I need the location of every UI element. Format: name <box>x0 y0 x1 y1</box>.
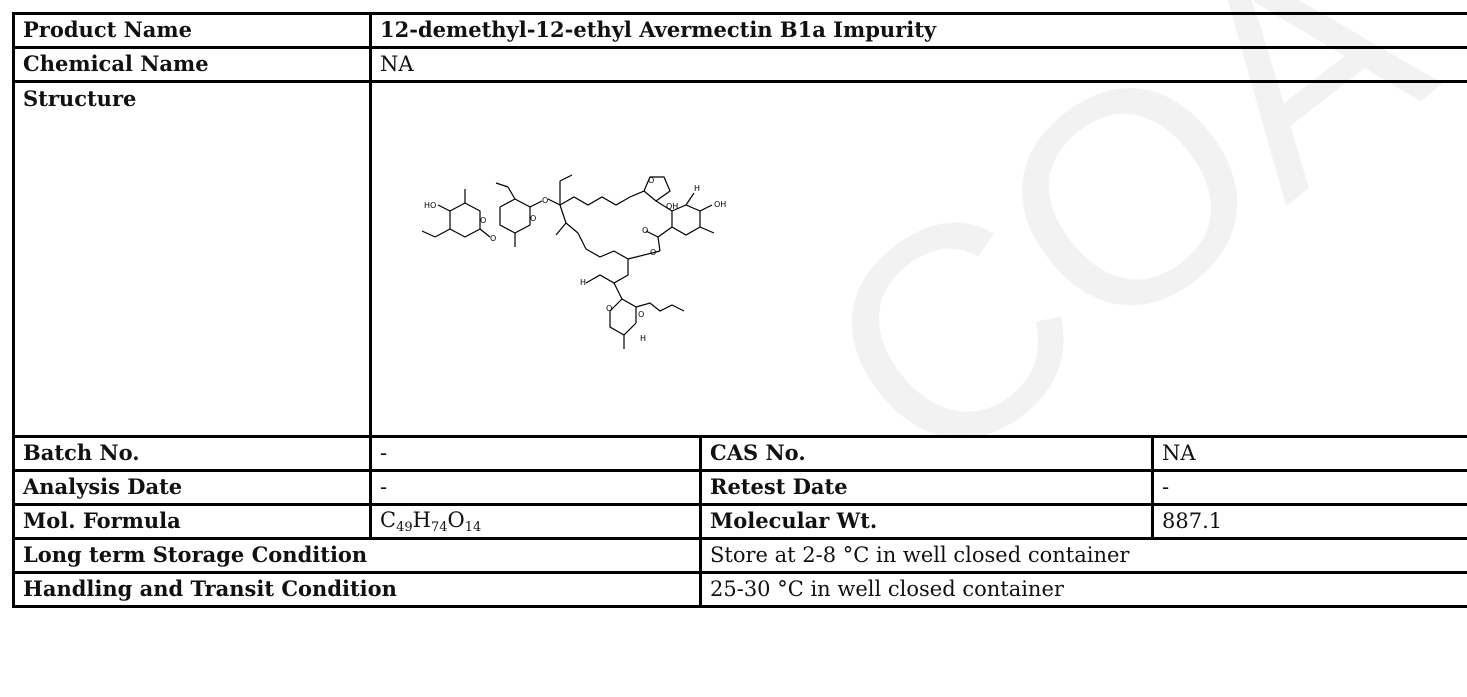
molecular-wt-label: Molecular Wt. <box>699 503 1154 540</box>
atom-o-5: O <box>648 176 654 185</box>
row-handling: Handling and Transit Condition 25-30 °C … <box>12 571 1467 608</box>
chemical-name-value: NA <box>369 46 1467 83</box>
atom-oh-1: OH <box>666 202 678 211</box>
chemical-structure-image: HO O O O O O OH OH O O O O H <box>421 174 726 349</box>
batch-no-value: - <box>369 435 702 472</box>
retest-date-value: - <box>1151 469 1467 506</box>
atom-o-7: O <box>650 248 656 257</box>
atom-o-4: O <box>542 196 548 205</box>
row-batch-cas: Batch No. - CAS No. NA <box>12 435 1467 472</box>
storage-label: Long term Storage Condition <box>12 537 702 574</box>
handling-label: Handling and Transit Condition <box>12 571 702 608</box>
product-name-label: Product Name <box>12 12 372 49</box>
atom-h-3: H <box>694 184 700 193</box>
formula-c: C <box>380 507 397 532</box>
handling-value: 25-30 °C in well closed container <box>699 571 1467 608</box>
row-formula-weight: Mol. Formula C49H74O14 Molecular Wt. 887… <box>12 503 1467 540</box>
row-structure: Structure <box>12 80 1467 438</box>
mol-formula-label: Mol. Formula <box>12 503 372 540</box>
molecular-wt-value: 887.1 <box>1151 503 1467 540</box>
cas-no-value: NA <box>1151 435 1467 472</box>
formula-h-count: 74 <box>430 519 448 535</box>
mol-formula-value: C49H74O14 <box>369 503 702 540</box>
coa-sheet: Product Name 12-demethyl-12-ethyl Averme… <box>12 12 1467 697</box>
atom-oh-2: OH <box>714 200 726 209</box>
retest-date-label: Retest Date <box>699 469 1154 506</box>
formula-c-count: 49 <box>396 519 413 535</box>
row-chemical-name: Chemical Name NA <box>12 46 1467 83</box>
row-product-name: Product Name 12-demethyl-12-ethyl Averme… <box>12 12 1467 49</box>
formula-h: H <box>412 507 431 532</box>
analysis-date-value: - <box>369 469 702 506</box>
row-dates: Analysis Date - Retest Date - <box>12 469 1467 506</box>
atom-o-3: O <box>530 214 536 223</box>
atom-o-2: O <box>490 234 496 243</box>
coa-table: Product Name 12-demethyl-12-ethyl Averme… <box>12 12 1467 608</box>
atom-h-2: H <box>640 334 646 343</box>
structure-cell: HO O O O O O OH OH O O O O H <box>369 80 1467 438</box>
atom-o-9: O <box>638 310 644 319</box>
structure-label: Structure <box>12 80 372 438</box>
formula-o-count: 14 <box>464 519 482 535</box>
analysis-date-label: Analysis Date <box>12 469 372 506</box>
atom-ho: HO <box>424 201 436 210</box>
batch-no-label: Batch No. <box>12 435 372 472</box>
atom-h-1: H <box>580 278 586 287</box>
product-name-value: 12-demethyl-12-ethyl Avermectin B1a Impu… <box>369 12 1467 49</box>
storage-value: Store at 2-8 °C in well closed container <box>699 537 1467 574</box>
row-storage: Long term Storage Condition Store at 2-8… <box>12 537 1467 574</box>
atom-o-1: O <box>480 216 486 225</box>
cas-no-label: CAS No. <box>699 435 1154 472</box>
atom-o-6: O <box>642 226 648 235</box>
formula-o: O <box>447 507 465 532</box>
atom-o-8: O <box>606 304 612 313</box>
structure-box: HO O O O O O OH OH O O O O H <box>380 87 1459 434</box>
chemical-name-label: Chemical Name <box>12 46 372 83</box>
